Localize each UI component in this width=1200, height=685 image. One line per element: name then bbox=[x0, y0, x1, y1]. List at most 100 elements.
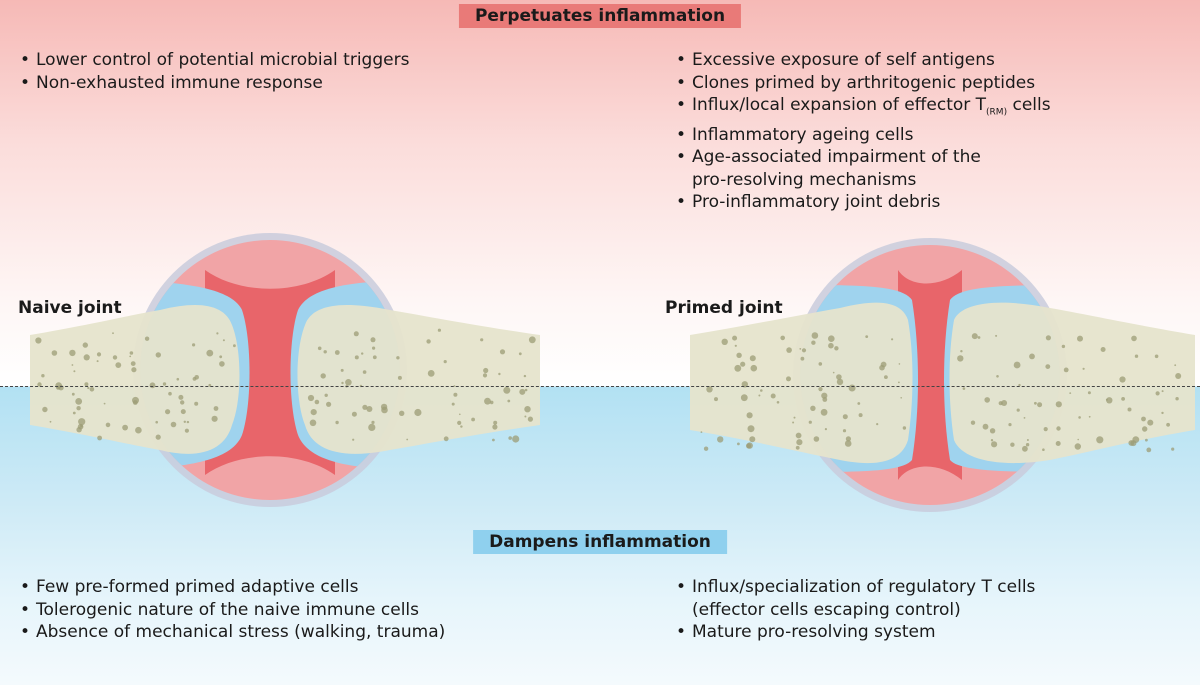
bone-pore bbox=[1145, 438, 1148, 442]
bone-pore bbox=[1023, 417, 1026, 419]
bone-pore bbox=[737, 442, 740, 446]
naive-bone-pores bbox=[35, 328, 536, 443]
bone-pore bbox=[219, 355, 223, 359]
bone-pore bbox=[162, 382, 167, 386]
bone-pore bbox=[75, 398, 83, 405]
naive-left-bone bbox=[30, 305, 240, 454]
bone-pore bbox=[324, 393, 328, 397]
bone-pore bbox=[792, 421, 795, 424]
bone-pore bbox=[508, 436, 512, 440]
bone-pore bbox=[810, 405, 816, 411]
perpetuates-heading: Perpetuates inflammation bbox=[458, 4, 742, 28]
bone-pore bbox=[1106, 397, 1113, 404]
bone-pore bbox=[460, 425, 463, 428]
bone-pore bbox=[1121, 397, 1125, 401]
bone-pore bbox=[170, 421, 177, 428]
bone-pore bbox=[317, 346, 322, 351]
bone-pore bbox=[796, 439, 803, 446]
bone-pore bbox=[1082, 367, 1085, 370]
bone-pore bbox=[820, 408, 828, 416]
bone-pore bbox=[524, 415, 527, 418]
bone-pore bbox=[186, 420, 190, 424]
bone-pore bbox=[437, 328, 441, 332]
bone-pore bbox=[740, 394, 748, 402]
bone-pore bbox=[155, 352, 161, 358]
bullet-item: Tolerogenic nature of the naive immune c… bbox=[18, 599, 445, 622]
bone-pore bbox=[414, 408, 422, 417]
bone-pore bbox=[372, 346, 376, 350]
bone-pore bbox=[977, 336, 981, 339]
bone-pore bbox=[995, 334, 998, 337]
bone-pore bbox=[1055, 441, 1061, 446]
bone-pore bbox=[96, 352, 102, 357]
bone-pore bbox=[1087, 391, 1091, 395]
bone-pore bbox=[746, 443, 752, 449]
bullet-item: Influx/local expansion of effector T(RM)… bbox=[674, 94, 1051, 124]
bone-pore bbox=[96, 360, 99, 363]
bone-pore bbox=[844, 440, 852, 447]
naive-right-bone bbox=[297, 305, 540, 454]
bone-pore bbox=[1056, 426, 1061, 431]
naive-joint-illustration bbox=[30, 233, 540, 507]
bone-pore bbox=[1074, 443, 1081, 450]
bone-pore bbox=[898, 381, 900, 384]
bone-pore bbox=[87, 386, 90, 390]
bone-pore bbox=[734, 344, 737, 347]
bone-pore bbox=[71, 392, 75, 396]
bullet-item: Mature pro-resolving system bbox=[674, 621, 1035, 644]
bone-pore bbox=[1043, 427, 1048, 432]
bone-pore bbox=[741, 381, 748, 388]
bone-pore bbox=[512, 435, 520, 443]
bone-pore bbox=[1029, 353, 1035, 360]
bone-pore bbox=[130, 361, 136, 366]
bone-pore bbox=[219, 361, 225, 367]
bone-pore bbox=[770, 393, 776, 399]
bone-pore bbox=[732, 335, 738, 341]
bone-pore bbox=[361, 352, 364, 355]
bone-pore bbox=[73, 370, 76, 373]
bullet-item: Influx/specialization of regulatory T ce… bbox=[674, 576, 1035, 621]
bone-pore bbox=[483, 367, 489, 374]
bone-pore bbox=[211, 415, 218, 422]
bone-pore bbox=[828, 335, 835, 342]
bone-pore bbox=[971, 333, 978, 340]
bone-pore bbox=[900, 397, 902, 399]
bone-pore bbox=[499, 349, 506, 355]
bone-pore bbox=[865, 335, 869, 338]
bottom-left-bullet-list: Few pre-formed primed adaptive cellsTole… bbox=[18, 576, 445, 644]
bone-pore bbox=[1146, 447, 1152, 453]
bone-pore bbox=[396, 356, 400, 360]
bone-pore bbox=[471, 417, 475, 422]
bone-pore bbox=[857, 402, 861, 405]
bone-pore bbox=[1042, 448, 1045, 451]
bone-pore bbox=[717, 436, 724, 443]
bone-pore bbox=[1147, 419, 1154, 426]
bone-pore bbox=[834, 346, 839, 351]
bone-pore bbox=[1155, 391, 1160, 396]
bone-pore bbox=[749, 436, 756, 443]
bone-pore bbox=[443, 436, 449, 442]
bone-pore bbox=[184, 428, 189, 433]
bone-pore bbox=[507, 399, 511, 403]
bone-pore bbox=[962, 387, 966, 390]
bone-pore bbox=[335, 420, 339, 425]
bone-pore bbox=[135, 426, 142, 434]
bone-pore bbox=[740, 361, 746, 367]
bone-pore bbox=[880, 361, 887, 368]
bone-pore bbox=[334, 350, 340, 355]
bone-pore bbox=[82, 342, 89, 348]
bone-pore bbox=[72, 411, 76, 415]
bone-pore bbox=[314, 399, 320, 405]
bone-pore bbox=[714, 397, 718, 402]
bullet-item: Pro-inflammatory joint debris bbox=[674, 191, 1051, 214]
primed-left-bone bbox=[690, 302, 913, 464]
bone-pore bbox=[795, 445, 800, 450]
bone-pore bbox=[362, 404, 368, 410]
bone-pore bbox=[1119, 376, 1126, 383]
bone-pore bbox=[484, 397, 491, 405]
bone-pore bbox=[799, 348, 802, 350]
bone-pore bbox=[793, 416, 796, 419]
bullet-item: Non-exhausted immune response bbox=[18, 72, 409, 95]
subscript: (RM) bbox=[986, 107, 1008, 118]
bone-pore bbox=[351, 411, 357, 417]
